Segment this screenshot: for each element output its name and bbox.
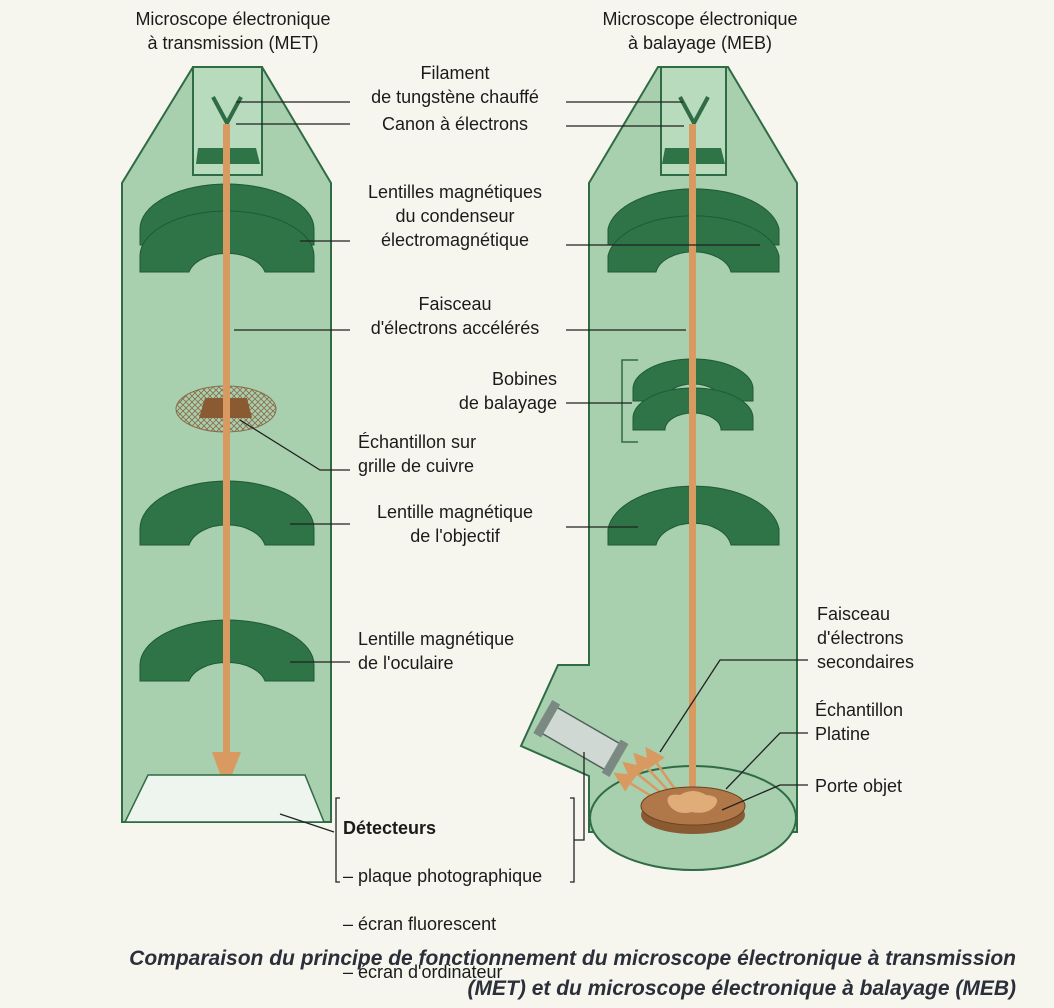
detecteurs-title: Détecteurs <box>343 818 437 838</box>
leader-secondaires <box>659 659 808 753</box>
label-echantillon-grille: Échantillon sur grille de cuivre <box>358 432 477 476</box>
bracket-detecteurs-left <box>335 797 340 883</box>
label-echantillon-platine: Échantillon Platine <box>815 700 904 744</box>
label-secondaires: Faisceau d'électrons secondaires <box>817 604 915 672</box>
figure-caption: Comparaison du principe de fonctionnemen… <box>129 947 1016 1000</box>
leader-echantillon-platine <box>725 732 808 790</box>
met-beam <box>223 124 230 754</box>
label-oculaire: Lentille magnétique de l'oculaire <box>358 629 515 673</box>
meb-secondary-detector <box>533 700 629 777</box>
leader-lines <box>234 101 808 883</box>
detecteurs-item: – plaque photographique <box>343 866 543 886</box>
meb-title: Microscope électronique à balayage (MEB) <box>602 9 798 53</box>
met-microscope <box>121 66 332 823</box>
met-title: Microscope électronique à transmission (… <box>135 9 331 53</box>
meb-scan-coil-bracket <box>621 359 638 443</box>
meb-beam <box>689 124 696 796</box>
meb-sample <box>667 791 718 813</box>
label-objectif: Lentille magnétique de l'objectif <box>376 502 534 546</box>
met-detector-screen <box>123 774 326 823</box>
label-faisceau: Faisceau d'électrons accélérés <box>370 294 540 338</box>
leader-detecteurs <box>279 813 335 833</box>
detecteurs-item: – écran fluorescent <box>343 914 497 934</box>
label-filament: Filament de tungstène chauffé <box>371 63 539 107</box>
leader-echantillon-grille <box>239 419 350 471</box>
detecteurs-block: Détecteurs – plaque photographique – écr… <box>343 792 573 1008</box>
leader-porte-objet <box>721 784 808 811</box>
met-filament <box>211 96 243 128</box>
meb-microscope <box>519 66 798 871</box>
met-beam-arrowhead <box>212 752 241 790</box>
meb-filament <box>678 96 710 128</box>
detecteurs-item: – écran d'ordinateur <box>343 962 503 982</box>
label-canon: Canon à électrons <box>381 114 529 134</box>
leader-detecteurs-meb <box>574 752 585 841</box>
label-porte-objet: Porte objet <box>815 776 903 796</box>
label-bobines: Bobines de balayage <box>458 369 557 413</box>
label-condenseur: Lentilles magnétiques du condenseur élec… <box>367 182 543 250</box>
